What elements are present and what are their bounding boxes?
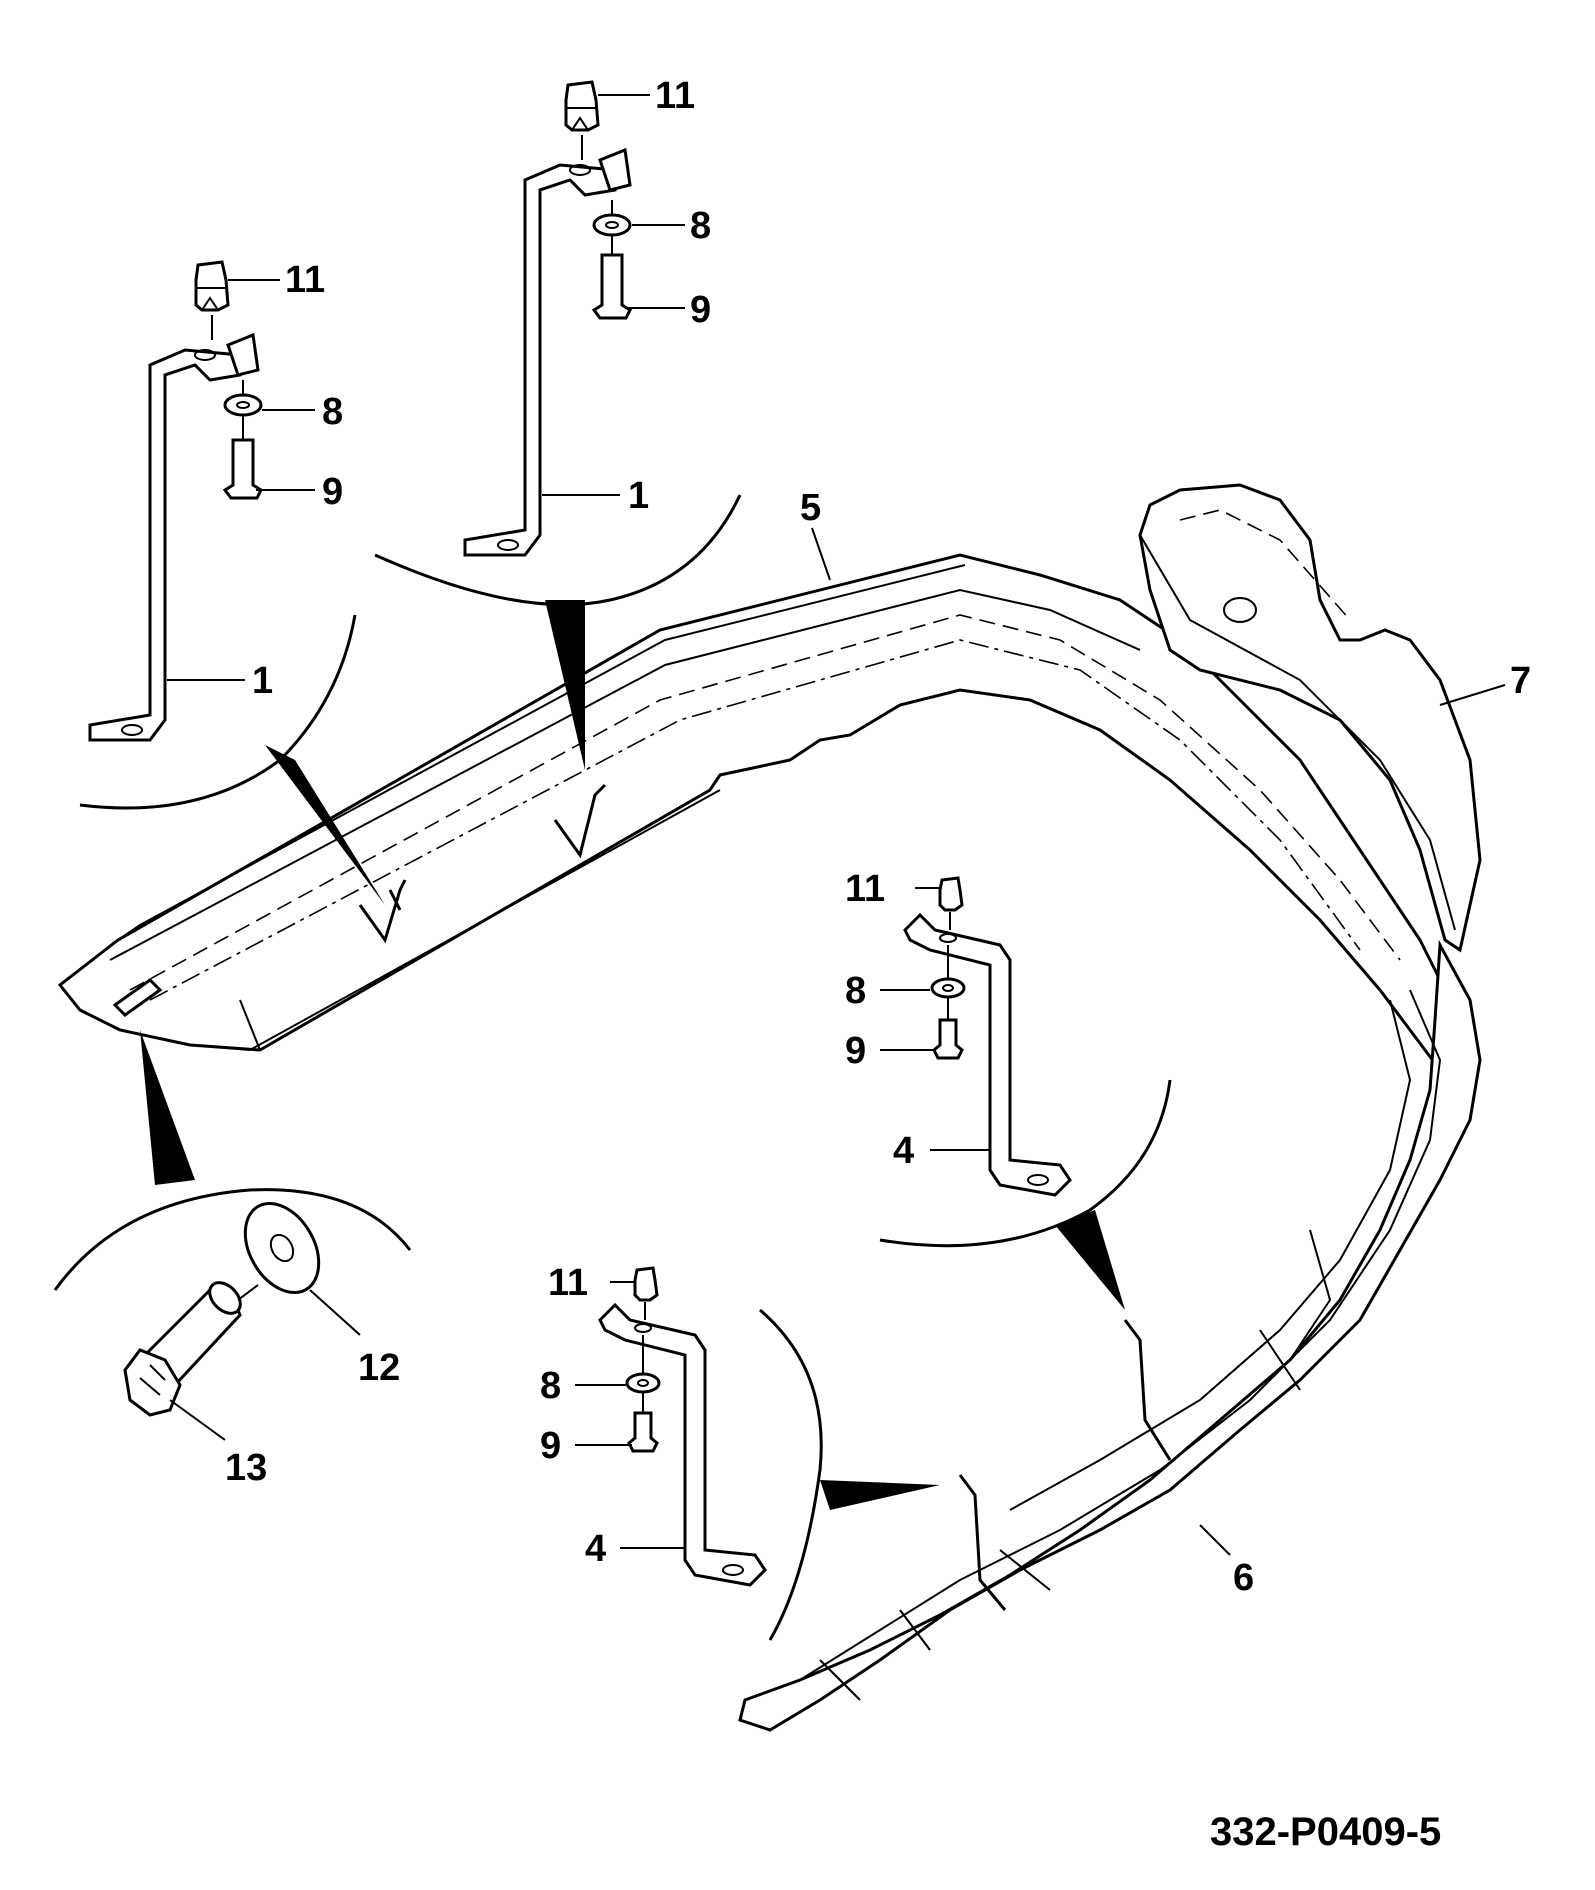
bolt-9-bottom <box>627 1411 659 1453</box>
washer-8-bottom <box>625 1372 661 1394</box>
washer-12 <box>243 1201 321 1295</box>
detail-right-bracket <box>903 876 1072 1197</box>
nut-11-right <box>938 876 964 912</box>
callout-6: 6 <box>1233 1557 1254 1599</box>
detail-arc-left <box>79 614 357 810</box>
detail-left-bracket <box>88 260 263 742</box>
leader-lines <box>167 94 1506 1556</box>
pointer-right <box>1055 1210 1125 1310</box>
detail-arc-top <box>374 494 742 607</box>
mounted-bracket-a <box>358 879 407 944</box>
callout-5: 5 <box>800 487 821 529</box>
fender-rear-panel <box>1138 483 1482 953</box>
detail-arc-pin <box>53 1188 412 1291</box>
pointer-pin <box>140 1030 195 1185</box>
bracket-1-top <box>463 163 617 557</box>
callout-9-bottom: 9 <box>540 1425 561 1467</box>
bracket-4-bottom <box>598 1302 767 1587</box>
mounted-bracket-b <box>553 783 607 859</box>
pin-hole <box>112 978 163 1017</box>
pointer-bottom <box>820 1480 940 1510</box>
callout-8-top: 8 <box>690 205 711 247</box>
pointer-top <box>545 600 585 770</box>
detail-bottom-bracket <box>598 1266 767 1587</box>
pointer-left <box>265 745 385 905</box>
callout-11-right: 11 <box>845 868 885 910</box>
callout-4-right: 4 <box>893 1130 914 1172</box>
callout-9-top: 9 <box>690 289 711 331</box>
callout-4-bottom: 4 <box>585 1528 606 1570</box>
callout-9-left: 9 <box>322 471 343 513</box>
mounted-bracket-d <box>958 1474 1007 1611</box>
bracket-1-left <box>88 348 242 742</box>
bolt-9-left <box>222 438 263 500</box>
callout-12: 12 <box>358 1347 400 1389</box>
fender-lower-panel <box>738 939 1482 1732</box>
detail-top-bracket <box>463 80 632 557</box>
callout-9-right: 9 <box>845 1030 866 1072</box>
nut-11-bottom <box>633 1266 659 1302</box>
callout-8-bottom: 8 <box>540 1365 561 1407</box>
callout-13: 13 <box>225 1447 267 1489</box>
mounted-bracket-c <box>1123 1319 1172 1461</box>
fender-assembly <box>57 483 1482 1732</box>
callout-1-top: 1 <box>628 475 649 517</box>
drawing-number: 332-P0409-5 <box>1210 1810 1441 1854</box>
washer-8-right <box>930 977 966 999</box>
callout-11-bottom: 11 <box>548 1262 588 1304</box>
washer-8-top <box>592 213 632 237</box>
pin-13-head <box>123 1348 182 1417</box>
bolt-9-right <box>932 1018 964 1060</box>
callout-8-right: 8 <box>845 970 866 1012</box>
bolt-9-top <box>591 253 632 320</box>
detail-arc-bottom <box>759 1308 823 1641</box>
bracket-4-right <box>903 912 1072 1197</box>
callout-7: 7 <box>1510 660 1531 702</box>
callout-11-left: 11 <box>285 259 325 301</box>
callout-11-top: 11 <box>655 75 695 117</box>
callout-8-left: 8 <box>322 391 343 433</box>
detail-arc-right <box>879 1079 1172 1248</box>
callout-1-left: 1 <box>252 660 273 702</box>
washer-8-left <box>223 393 263 417</box>
detail-pin <box>123 1201 321 1417</box>
